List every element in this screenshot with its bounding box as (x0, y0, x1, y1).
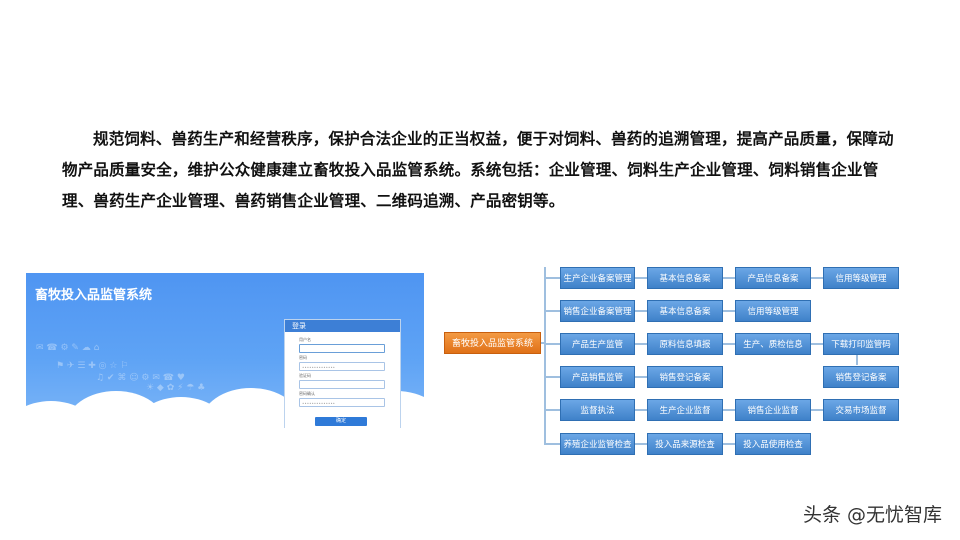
node-law-enforcement: 监督执法 (560, 399, 635, 421)
node-production-enterprise-supervision: 生产企业监督 (647, 399, 723, 421)
system-login-screenshot: 畜牧投入品监管系统 ✉ ☎ ⚙ ✎ ☁ ⌂ ⚑ ✈ ☰ ✚ ◎ ☆ ⚐ ♫ ✔ … (26, 273, 424, 428)
connector-line (544, 409, 560, 411)
node-production-enterprise-filing: 生产企业备案管理 (560, 267, 635, 289)
connector-line (635, 343, 647, 345)
node-sales-supervision: 产品销售监管 (560, 366, 635, 388)
password-label: 密码 (299, 355, 307, 360)
connector-line (544, 267, 546, 445)
connector-line (723, 277, 735, 279)
connector-line (811, 343, 823, 345)
connector-line (635, 277, 647, 279)
connector-line (723, 409, 735, 411)
node-market-supervision: 交易市场监督 (823, 399, 899, 421)
password-input[interactable]: •••••••••••••• (299, 362, 385, 371)
node-raw-material-report: 原料信息填报 (647, 333, 723, 355)
node-print-supervision-code: 下载打印监管码 (823, 333, 899, 355)
login-header: 登录 (285, 320, 400, 332)
node-farm-inspection: 养殖企业监管检查 (560, 433, 635, 455)
node-production-supervision: 产品生产监管 (560, 333, 635, 355)
connector-line (723, 343, 735, 345)
connector-line (856, 355, 858, 365)
connector-line (544, 310, 560, 312)
login-submit-button[interactable]: 确定 (315, 417, 367, 426)
connector-line (723, 443, 735, 445)
connector-line (635, 443, 647, 445)
connector-line (544, 343, 560, 345)
username-input[interactable] (299, 344, 385, 353)
source-watermark: 头条 @无忧智库 (802, 504, 942, 526)
decor-icon: ♫ ✔ ⌘ ☺ ⚙ ✉ ☎ ♥ (96, 373, 185, 383)
node-input-usage-check: 投入品使用检查 (735, 433, 811, 455)
intro-paragraph: 规范饲料、兽药生产和经营秩序，保护合法企业的正当权益，便于对饲料、兽药的追溯管理… (62, 130, 894, 210)
connector-line (544, 277, 560, 279)
connector-line (544, 376, 560, 378)
screenshot-title: 畜牧投入品监管系统 (35, 288, 153, 303)
connector-line (544, 443, 560, 445)
system-structure-diagram: 畜牧投入品监管系统 生产企业备案管理 基本信息备案 产品信息备案 信用等级管理 … (444, 262, 904, 462)
decor-icon: ✉ ☎ ⚙ ✎ ☁ ⌂ (36, 343, 100, 353)
connector-line (635, 376, 647, 378)
node-production-qc-info: 生产、质检信息 (735, 333, 811, 355)
connector-line (811, 277, 823, 279)
confirm-password-label: 密码确认 (299, 391, 315, 396)
confirm-password-input[interactable]: •••••••••••••• (299, 398, 385, 407)
captcha-input[interactable] (299, 380, 385, 389)
connector-line (723, 310, 735, 312)
root-node: 畜牧投入品监管系统 (444, 332, 541, 354)
node-sales-registration: 销售登记备案 (823, 366, 899, 388)
decor-icon: ⚑ ✈ ☰ ✚ ◎ ☆ ⚐ (56, 361, 129, 371)
connector-line (635, 310, 647, 312)
captcha-label: 验证码 (299, 373, 311, 378)
node-product-info-filing: 产品信息备案 (735, 267, 811, 289)
decor-icon: ☀ ◆ ✿ ⚡ ☂ ♣ (146, 383, 206, 393)
connector-line (541, 342, 545, 344)
connector-line (635, 409, 647, 411)
node-basic-info-filing: 基本信息备案 (647, 267, 723, 289)
node-sales-registration: 销售登记备案 (647, 366, 723, 388)
node-basic-info-filing: 基本信息备案 (647, 300, 723, 322)
node-credit-level-management: 信用等级管理 (823, 267, 899, 289)
login-panel: 登录 用户名 密码 •••••••••••••• 验证码 密码确认 ••••••… (284, 319, 401, 428)
node-input-source-check: 投入品来源检查 (647, 433, 723, 455)
node-sales-enterprise-filing: 销售企业备案管理 (560, 300, 635, 322)
connector-line (811, 409, 823, 411)
username-label: 用户名 (299, 337, 311, 342)
node-credit-level-management: 信用等级管理 (735, 300, 811, 322)
node-sales-enterprise-supervision: 销售企业监督 (735, 399, 811, 421)
